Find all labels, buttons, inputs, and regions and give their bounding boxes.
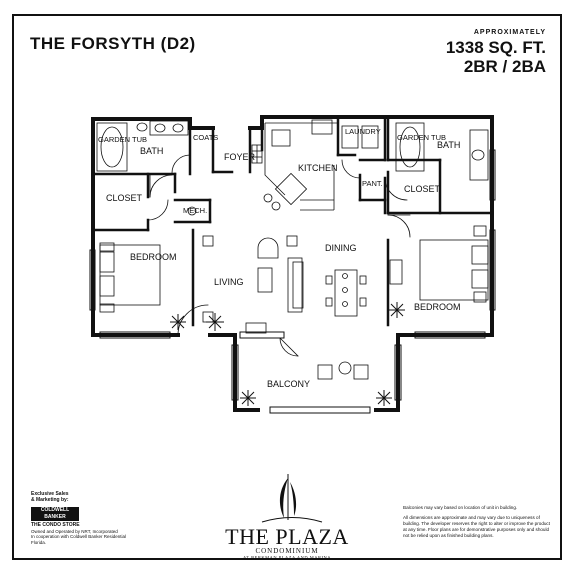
square-footage: 1338 SQ. FT. (445, 38, 546, 57)
label-living: LIVING (214, 277, 244, 287)
plant-icon-5 (376, 390, 392, 406)
label-coats: COATS (193, 133, 218, 142)
plant-icon-1 (206, 313, 224, 331)
condo-store-name: THE CONDO STORE (31, 522, 80, 528)
marketing-header-1: Exclusive Sales (31, 491, 69, 497)
beds-baths: 2BR / 2BA (463, 57, 546, 76)
label-laundry: LAUNDRY (345, 127, 381, 136)
plant-icon-2 (170, 314, 186, 330)
disclaimer: Balconies may vary based on location of … (403, 505, 553, 543)
plan-title: THE FORSYTH (D2) (30, 34, 196, 53)
label-bedroom-right: BEDROOM (414, 302, 461, 312)
label-kitchen: KITCHEN (298, 163, 338, 173)
label-bath-right: BATH (437, 140, 460, 150)
disclaimer-balconies: Balconies may vary based on location of … (403, 505, 518, 510)
door-swings (147, 154, 411, 357)
label-bedroom-left: BEDROOM (130, 252, 177, 262)
windows (89, 149, 496, 414)
plaza-sub2: AT BERKMAN PLAZA AND MARINA (243, 555, 331, 560)
plant-icon-3 (389, 302, 405, 318)
marketing-header-2: & Marketing by: (31, 496, 69, 503)
label-balcony: BALCONY (267, 379, 310, 389)
sailboat-icon (261, 474, 323, 523)
label-dining: DINING (325, 243, 357, 253)
label-pantry: PANT. (362, 179, 383, 188)
plaza-logo: THE PLAZA CONDOMINIUM AT BERKMAN PLAZA A… (222, 472, 352, 562)
label-garden-tub-right: GARDEN TUB (397, 133, 446, 142)
marketing-line-1: Owned and Operated by NRT, Incorporated (31, 528, 118, 534)
plaza-sub: CONDOMINIUM (255, 547, 319, 555)
approx-label: APPROXIMATELY (473, 29, 546, 36)
fixtures (96, 119, 489, 380)
disclaimer-dimensions: All dimensions are approximate and may v… (403, 515, 550, 538)
plaza-name: THE PLAZA (225, 524, 349, 549)
plant-icons (170, 302, 405, 406)
marketing-line-2: In cooperation with Coldwell Banker Resi… (31, 534, 127, 545)
marketing-block: Exclusive Sales & Marketing by: COLDWELL… (31, 491, 141, 545)
label-foyer: FOYER (224, 152, 256, 162)
label-garden-tub-left: GARDEN TUB (98, 135, 147, 144)
label-closet-right: CLOSET (404, 184, 441, 194)
page-frame (12, 14, 562, 560)
interior-walls (91, 115, 494, 327)
label-closet-left: CLOSET (106, 193, 143, 203)
label-mech: MECH. (183, 206, 207, 215)
plant-icon-4 (240, 390, 256, 406)
coldwell-banker-logo: COLDWELL BANKER (31, 507, 79, 521)
label-bath-left: BATH (140, 146, 163, 156)
